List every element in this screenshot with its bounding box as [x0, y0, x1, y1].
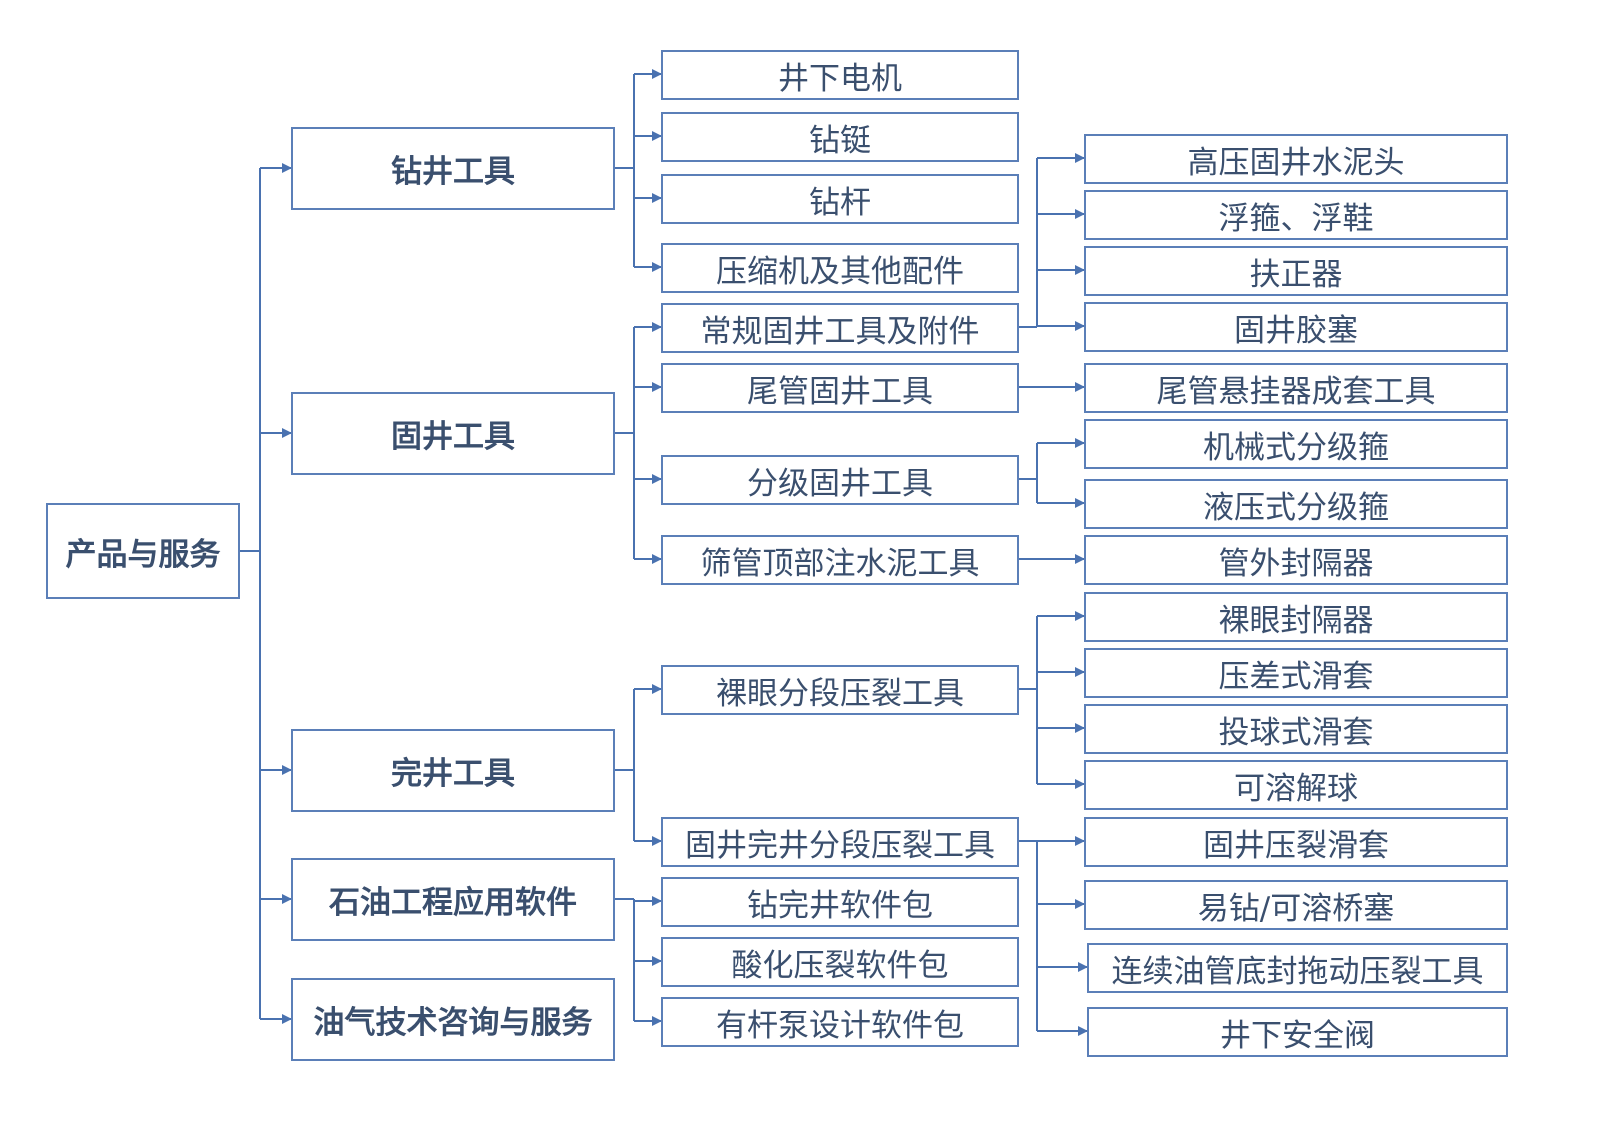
- sub-centralizer: 扶正器: [1084, 246, 1508, 296]
- item-acidizing-software: 酸化压裂软件包: [661, 937, 1019, 987]
- root-node: 产品与服务: [46, 503, 240, 599]
- category-software: 石油工程应用软件: [291, 858, 615, 941]
- sub-bridge-plug: 易钻/可溶桥塞: [1084, 880, 1508, 930]
- item-stage-cementing: 分级固井工具: [661, 455, 1019, 505]
- sub-cementing-frac-sleeve: 固井压裂滑套: [1084, 817, 1508, 867]
- item-screen-top-cementing: 筛管顶部注水泥工具: [661, 535, 1019, 585]
- item-downhole-motor: 井下电机: [661, 50, 1019, 100]
- sub-ball-drop-sleeve: 投球式滑套: [1084, 704, 1508, 754]
- item-openhole-frac: 裸眼分段压裂工具: [661, 665, 1019, 715]
- sub-safety-valve: 井下安全阀: [1087, 1007, 1508, 1057]
- sub-cementing-head: 高压固井水泥头: [1084, 134, 1508, 184]
- category-completion-tools: 完井工具: [291, 729, 615, 812]
- item-conventional-cementing: 常规固井工具及附件: [661, 303, 1019, 353]
- sub-dissolvable-ball: 可溶解球: [1084, 760, 1508, 810]
- item-compressor-parts: 压缩机及其他配件: [661, 243, 1019, 293]
- item-drill-collar: 钻铤: [661, 112, 1019, 162]
- sub-hydraulic-stage-collar: 液压式分级箍: [1084, 479, 1508, 529]
- sub-external-casing-packer: 管外封隔器: [1084, 535, 1508, 585]
- sub-openhole-packer: 裸眼封隔器: [1084, 592, 1508, 642]
- item-pump-design-software: 有杆泵设计软件包: [661, 997, 1019, 1047]
- category-drilling-tools: 钻井工具: [291, 127, 615, 210]
- sub-differential-sleeve: 压差式滑套: [1084, 648, 1508, 698]
- sub-coiled-tubing-frac: 连续油管底封拖动压裂工具: [1087, 943, 1508, 993]
- category-cementing-tools: 固井工具: [291, 392, 615, 475]
- sub-float-collar-shoe: 浮箍、浮鞋: [1084, 190, 1508, 240]
- item-drill-pipe: 钻杆: [661, 174, 1019, 224]
- sub-cementing-plug: 固井胶塞: [1084, 302, 1508, 352]
- item-drilling-software: 钻完井软件包: [661, 877, 1019, 927]
- item-cased-hole-frac: 固井完井分段压裂工具: [661, 817, 1019, 867]
- category-consulting: 油气技术咨询与服务: [291, 978, 615, 1061]
- sub-mechanical-stage-collar: 机械式分级箍: [1084, 419, 1508, 469]
- sub-liner-hanger: 尾管悬挂器成套工具: [1084, 363, 1508, 413]
- item-liner-cementing: 尾管固井工具: [661, 363, 1019, 413]
